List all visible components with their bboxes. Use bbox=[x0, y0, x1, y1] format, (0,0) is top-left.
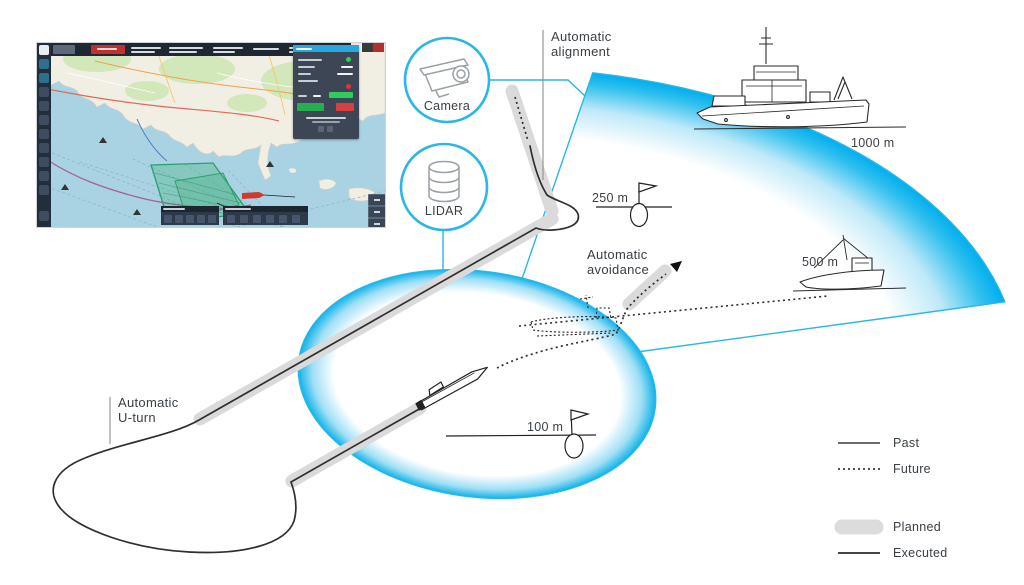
mission-dialog bbox=[293, 45, 359, 139]
fishing-boat-illustration bbox=[792, 234, 907, 292]
abort-button bbox=[336, 103, 354, 111]
buoy-100m bbox=[445, 409, 597, 459]
mission-tool-button bbox=[279, 215, 287, 223]
tool-button bbox=[197, 215, 205, 223]
menu-button bbox=[53, 45, 75, 54]
zoom-out-button bbox=[368, 218, 385, 227]
map-toolbar-button bbox=[39, 101, 49, 111]
label-1000m: 1000 m bbox=[851, 136, 895, 150]
lidar-circle bbox=[399, 142, 489, 232]
legend-executed-label: Executed bbox=[893, 546, 948, 560]
label-100m: 100 m bbox=[527, 420, 563, 434]
boat-waterline bbox=[792, 287, 907, 292]
road-network bbox=[37, 50, 358, 122]
layers-button bbox=[368, 206, 385, 218]
record-badge bbox=[362, 43, 384, 52]
ghost-boat-sketch bbox=[530, 294, 619, 337]
map-toolbar-button bbox=[39, 73, 49, 83]
legend-item-executed: Executed bbox=[838, 546, 948, 560]
camera-badge: Camera bbox=[403, 36, 491, 124]
map-toolbar-button bbox=[39, 115, 49, 125]
mission-tool-button bbox=[266, 215, 274, 223]
research-vessel-illustration bbox=[693, 27, 907, 130]
dialog-mini-button bbox=[327, 126, 333, 132]
long-range-sensor-fan bbox=[490, 73, 1005, 372]
executed-track-line bbox=[52, 145, 580, 554]
mission-tool-button bbox=[240, 215, 248, 223]
future-approach-dotted bbox=[514, 96, 529, 142]
label-250m: 250 m bbox=[592, 191, 628, 205]
camera-icon bbox=[419, 58, 470, 98]
map-zoom-widget bbox=[368, 194, 385, 227]
tool-button bbox=[208, 215, 216, 223]
vessel-waterline bbox=[693, 126, 907, 130]
uturn-label-line1: Automatic bbox=[118, 395, 179, 410]
dialog-header bbox=[293, 45, 359, 52]
legend: Past Future Planned Executed bbox=[834, 436, 948, 560]
mission-tool-button bbox=[292, 215, 300, 223]
avoidance-label-line2: avoidance bbox=[587, 262, 649, 277]
tool-button bbox=[175, 215, 183, 223]
future-route-dotted bbox=[496, 273, 667, 369]
map-toolbar-button bbox=[39, 59, 49, 69]
avoidance-label-line1: Automatic bbox=[587, 247, 648, 262]
map-toolbar-button bbox=[39, 129, 49, 139]
traffic-markers bbox=[61, 137, 274, 215]
map-toolbar-button bbox=[39, 157, 49, 167]
confirm-button bbox=[297, 103, 324, 111]
avoidance-arrowhead bbox=[670, 261, 682, 272]
lidar-icon bbox=[428, 160, 460, 203]
map-settings-button bbox=[39, 211, 49, 221]
map-toolbar-button bbox=[39, 87, 49, 97]
mission-tool-button bbox=[227, 215, 235, 223]
callout-automatic-avoidance: Automatic avoidance bbox=[587, 247, 649, 277]
legend-item-planned: Planned bbox=[834, 519, 941, 535]
dialog-mini-button bbox=[318, 126, 324, 132]
camera-label: Camera bbox=[424, 99, 470, 113]
callout-automatic-uturn: Automatic U-turn bbox=[109, 395, 179, 444]
harbor-route bbox=[136, 118, 168, 162]
map-toolbar-button bbox=[39, 143, 49, 153]
legend-item-past: Past bbox=[838, 436, 919, 450]
fuel-level-bar bbox=[329, 92, 353, 98]
usv-illustration bbox=[415, 366, 488, 411]
status-dot-ok bbox=[346, 56, 351, 62]
uturn-label-line2: U-turn bbox=[118, 410, 156, 425]
lidar-label: LIDAR bbox=[425, 204, 463, 218]
alignment-label-line1: Automatic bbox=[551, 29, 612, 44]
map-toolbar-left bbox=[37, 43, 51, 227]
camera-connector-line bbox=[489, 79, 586, 97]
legend-item-future: Future bbox=[838, 462, 931, 476]
tool-button bbox=[186, 215, 194, 223]
buoy-250m bbox=[596, 182, 672, 228]
map-toolbar-button bbox=[39, 185, 49, 195]
status-dot-alert bbox=[346, 84, 351, 89]
map-toolbar-button bbox=[39, 45, 49, 55]
callout-automatic-alignment: Automatic alignment bbox=[542, 29, 612, 180]
mission-toolbar bbox=[223, 206, 308, 225]
map-tools-toolbar bbox=[161, 206, 219, 225]
planned-avoidance-capsule bbox=[622, 264, 672, 311]
map-toolbar-button bbox=[39, 171, 49, 181]
own-ship-marker bbox=[242, 192, 296, 199]
legend-future-label: Future bbox=[893, 462, 931, 476]
lidar-badge: LIDAR bbox=[399, 142, 489, 232]
legend-past-label: Past bbox=[893, 436, 919, 450]
label-500m: 500 m bbox=[802, 255, 838, 269]
zoom-in-button bbox=[368, 194, 385, 206]
legend-planned-label: Planned bbox=[893, 520, 941, 534]
tool-button bbox=[164, 215, 172, 223]
mission-tool-button bbox=[253, 215, 261, 223]
alignment-label-line2: alignment bbox=[551, 44, 610, 59]
map-screenshot bbox=[36, 42, 386, 228]
